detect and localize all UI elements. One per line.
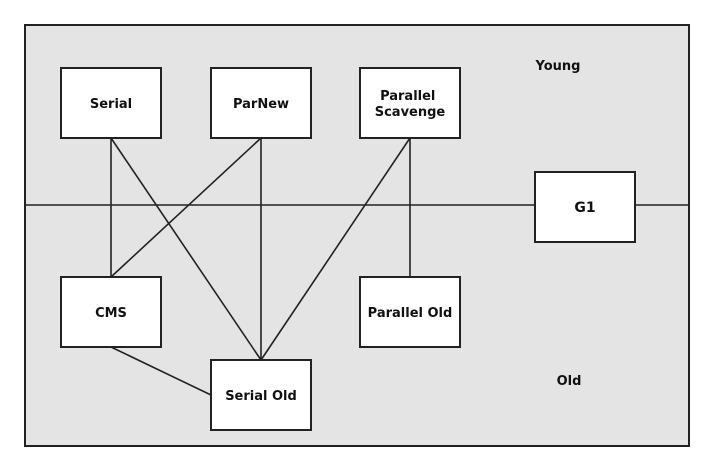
young-region-label: Young [535,59,581,74]
edge-parnew-cms [110,137,262,278]
old-region-label: Old [557,374,582,389]
parallel-old-node: Parallel Old [359,276,461,348]
parallel-scavenge-node: Parallel Scavenge [359,67,461,139]
serial-box [60,67,162,139]
parallel-scavenge-label-line2: Scavenge [375,105,446,120]
parallel-old-box [359,276,461,348]
g1-box [534,171,636,243]
serial-old-node: Serial Old [210,359,312,431]
parnew-label: ParNew [233,97,289,112]
serial-old-label: Serial Old [225,389,297,404]
edge-parallel-scavenge-serial-old [260,137,411,361]
parallel-old-label: Parallel Old [368,306,453,321]
edge-serial-serial-old [110,137,262,361]
serial-label: Serial [90,97,132,112]
parallel-scavenge-label-line1: Parallel [380,89,435,104]
serial-node: Serial [60,67,162,139]
parnew-box [210,67,312,139]
g1-node: G1 [534,171,636,243]
serial-old-box [210,359,312,431]
cms-box [60,276,162,348]
parallel-scavenge-label: Parallel Scavenge [375,89,446,120]
collector-connections [110,137,411,396]
parallel-scavenge-box [359,67,461,139]
parnew-node: ParNew [210,67,312,139]
edge-cms-serial-old [110,346,212,396]
g1-label: G1 [574,200,595,216]
cms-node: CMS [60,276,162,348]
cms-label: CMS [95,306,127,321]
